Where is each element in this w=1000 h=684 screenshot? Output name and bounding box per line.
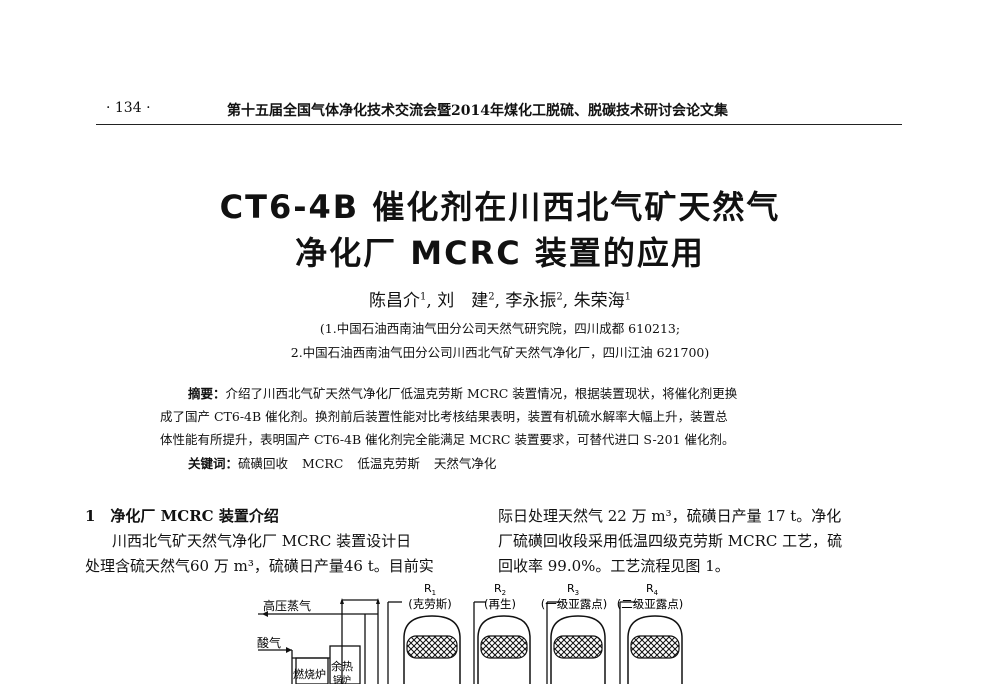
author-name: 刘 建 (437, 291, 489, 311)
reactor-vessels (403, 615, 683, 684)
svg-text:R3: R3 (567, 582, 579, 597)
reactor-r1 (403, 615, 461, 684)
steam-label: 高压蒸气 (263, 598, 311, 613)
keyword: MCRC (302, 456, 344, 471)
header-rule (96, 124, 902, 125)
reactor-r4 (627, 615, 683, 684)
abstract-line-1: 摘要：介绍了川西北气矿天然气净化厂低温克劳斯 MCRC 装置情况，根据装置现状，… (188, 383, 737, 402)
keywords-label: 关键词： (188, 456, 239, 471)
reactor-desc: (再生) (484, 597, 516, 611)
affiliation-2: 2.中国石油西南油气田分公司川西北气矿天然气净化厂，四川江油 621700) (290, 345, 710, 360)
reactor-label: R (494, 582, 502, 595)
body-right-line-1: 际日处理天然气 22 万 m³，硫磺日产量 17 t。净化 (498, 507, 842, 525)
running-title: 第十五届全国气体净化技术交流会暨2014年煤化工脱硫、脱碳技术研讨会论文集 (227, 103, 728, 119)
reactor-r2 (477, 615, 531, 684)
author-name: 陈昌介 (369, 291, 421, 311)
author-affil-mark: 1 (420, 291, 427, 303)
waste-heat-boiler (329, 645, 361, 684)
keyword: 低温克劳斯 (357, 456, 420, 471)
process-flow-diagram: 高压蒸气 酸气 燃烧炉 余热 锅炉 (257, 582, 683, 684)
reactor-r3 (550, 615, 606, 684)
reactor-desc: (一级亚露点) (541, 597, 607, 611)
author-name: 朱荣海 (573, 291, 625, 311)
reactor-subscript: 2 (502, 589, 506, 597)
abstract-text: 介绍了川西北气矿天然气净化厂低温克劳斯 MCRC 装置情况，根据装置现状，将催化… (225, 386, 738, 401)
abstract-line-3: 体性能有所提升，表明国产 CT6-4B 催化剂完全能满足 MCRC 装置要求，可… (160, 432, 735, 447)
furnace-label: 燃烧炉 (293, 667, 326, 681)
paper-title-line1: CT6-4B 催化剂在川西北气矿天然气 (219, 188, 781, 226)
reactor-subscript: 4 (654, 589, 659, 597)
author-list: 陈昌介1, 刘 建2, 李永振2, 朱荣海1 (369, 291, 631, 311)
keywords: 关键词：硫磺回收 MCRC 低温克劳斯 天然气净化 (188, 453, 496, 472)
pipe-lines (258, 599, 638, 684)
abstract-label: 摘要： (188, 386, 226, 401)
affiliation-1: (1.中国石油西南油气田分公司天然气研究院，四川成都 610213; (319, 321, 681, 336)
body-right-line-2: 厂硫磺回收段采用低温四级克劳斯 MCRC 工艺，硫 (498, 532, 843, 550)
author-affil-mark: 2 (556, 291, 563, 303)
reactor-desc: (二级亚露点) (617, 597, 683, 611)
body-left-line-1: 川西北气矿天然气净化厂 MCRC 装置设计日 (112, 532, 412, 550)
process-flow-figure: 高压蒸气 酸气 燃烧炉 余热 锅炉 (0, 580, 1000, 684)
keyword: 硫磺回收 (238, 456, 289, 471)
body-left-line-2: 处理含硫天然气60 万 m³，硫磺日产量46 t。目前实 (85, 557, 434, 575)
abstract-line-2: 成了国产 CT6-4B 催化剂。换剂前后装置性能对比考核结果表明，装置有机硫水解… (160, 409, 728, 424)
reactor-subscript: 3 (575, 589, 579, 597)
author-name: 李永振 (505, 291, 557, 311)
author-affil-mark: 1 (624, 291, 631, 303)
author-affil-mark: 2 (488, 291, 495, 303)
reactor-desc: (克劳斯) (408, 597, 451, 611)
keyword: 天然气净化 (433, 456, 497, 471)
catalyst-beds (406, 635, 680, 659)
combustion-furnace (295, 657, 329, 684)
section-heading: 1 净化厂 MCRC 装置介绍 (85, 507, 279, 525)
reactor-subscript: 1 (432, 589, 436, 597)
svg-text:R4: R4 (646, 582, 659, 597)
svg-text:R1: R1 (424, 582, 436, 597)
svg-text:R2: R2 (494, 582, 506, 597)
acid-gas-label: 酸气 (257, 635, 281, 650)
body-right-line-3: 回收率 99.0%。工艺流程见图 1。 (498, 557, 730, 575)
page-number: · 134 · (106, 100, 151, 116)
reactor-label: R (646, 582, 654, 595)
flow-arrows (262, 598, 380, 653)
reactor-labels: R1 (克劳斯) R2 (再生) R3 (一级亚露点) R4 (二级亚露点) (408, 582, 683, 611)
reactor-label: R (424, 582, 432, 595)
reactor-label: R (567, 582, 575, 595)
paper-title-line2: 净化厂 MCRC 装置的应用 (295, 234, 705, 272)
